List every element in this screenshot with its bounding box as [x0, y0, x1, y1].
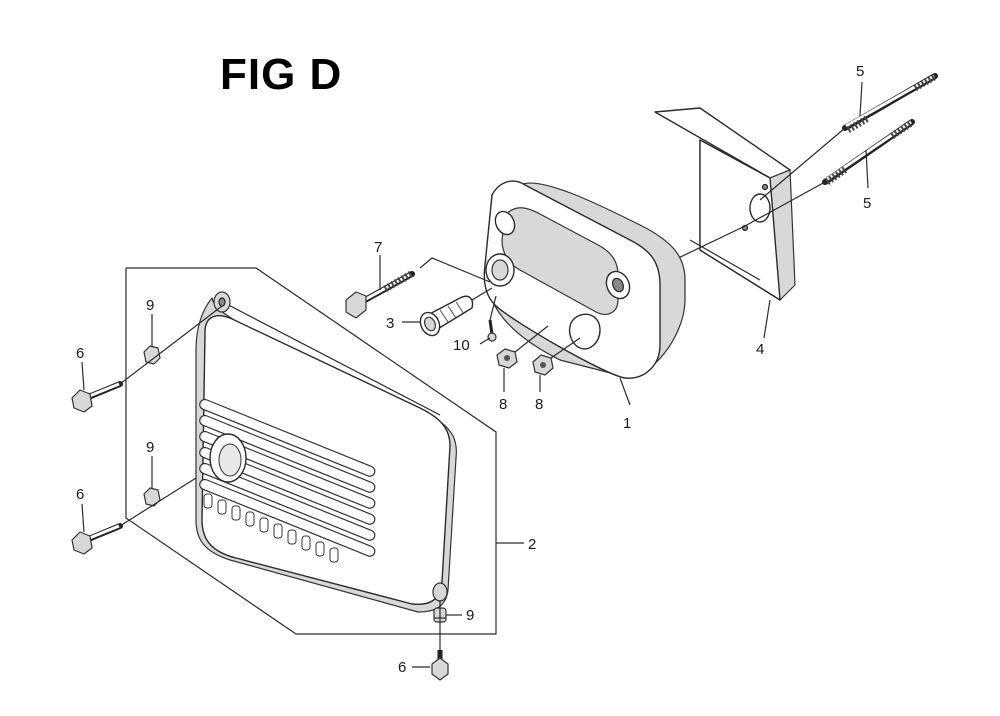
part-stud-upper [842, 73, 938, 134]
part-bolt-6-middle [71, 523, 123, 555]
callout-5-upper: 5 [856, 63, 864, 80]
leader-5b [865, 149, 869, 189]
callout-6-middle: 6 [76, 486, 84, 503]
part-muffler-protector [195, 291, 457, 613]
callout-4: 4 [756, 341, 764, 358]
part-nut-8b [532, 354, 554, 376]
callout-9-middle: 9 [146, 439, 154, 456]
callout-10: 10 [453, 337, 470, 354]
bolt-6-upper-axis [119, 305, 223, 385]
leader-6a [81, 361, 85, 391]
figure-title: FIG D [220, 50, 343, 99]
part-muffler [483, 180, 686, 379]
leader-1 [619, 377, 631, 406]
arrester-axis-line [471, 287, 493, 301]
screw-10-axis-line [489, 295, 497, 321]
leader-5a [859, 81, 863, 117]
callout-9-upper: 9 [146, 297, 154, 314]
part-stud-lower [822, 119, 915, 185]
bolt-6-middle-axis [119, 477, 197, 527]
part-heat-shield-bracket [654, 107, 796, 301]
callout-7: 7 [374, 239, 382, 256]
callout-9-lower: 9 [466, 607, 474, 624]
part-collar-9-upper [143, 345, 161, 365]
stud-axis-line-lower [744, 181, 826, 227]
callout-8-right: 8 [535, 396, 543, 413]
callout-8-left: 8 [499, 396, 507, 413]
callout-2: 2 [528, 536, 536, 553]
part-bolt-6-upper [71, 381, 123, 413]
leader-4 [763, 299, 771, 339]
part-collar-9-middle [143, 487, 161, 507]
part-bolt-7 [345, 270, 415, 319]
part-spark-arrester [419, 295, 474, 337]
part-nut-8a [496, 348, 518, 369]
stud-axis-line-upper [759, 127, 846, 201]
callout-3: 3 [386, 315, 394, 332]
nut-8a-axis-line [514, 325, 549, 353]
callout-6-lower: 6 [398, 659, 406, 676]
bolt-7-axis-line [419, 257, 491, 283]
part-bolt-6-lower [431, 650, 449, 681]
leader-6b [81, 503, 85, 533]
cover-bottom-slots [203, 493, 339, 563]
callout-1: 1 [623, 415, 631, 432]
leader-10 [479, 337, 491, 345]
part-screw-10 [487, 319, 497, 342]
callout-6-upper: 6 [76, 345, 84, 362]
group-bracket-2 [125, 267, 497, 635]
callout-5-lower: 5 [863, 195, 871, 212]
nut-8b-axis-line [550, 337, 581, 359]
